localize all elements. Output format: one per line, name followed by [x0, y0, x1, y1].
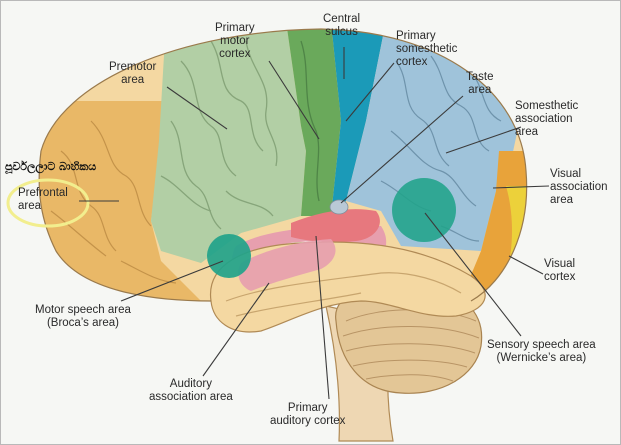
label-primary-auditory: Primary auditory cortex: [270, 402, 346, 427]
leader-primary-somesthetic: [345, 62, 395, 122]
label-visual-cortex: Visual cortex: [544, 258, 576, 283]
label-somesthetic-assoc: Somesthetic association area: [515, 100, 579, 138]
label-premotor: Premotor area: [109, 61, 157, 86]
sinhala-annotation: පූර්ව‍ලලාට බාහිකය: [5, 160, 97, 173]
leader-broca: [120, 260, 224, 302]
broca-area: [207, 234, 251, 278]
label-taste: Taste area: [466, 71, 494, 96]
label-wernicke: Sensory speech area (Wernicke’s area): [487, 339, 596, 364]
label-visual-assoc: Visual association area: [550, 168, 608, 206]
leader-auditory-assoc: [202, 282, 270, 377]
leader-taste: [340, 95, 464, 204]
primary-somesthetic-region: [331, 29, 386, 216]
leader-premotor: [166, 86, 228, 130]
label-primary-somesthetic: Primary somesthetic cortex: [396, 30, 458, 68]
highlight-circle: [6, 178, 90, 228]
primary-motor-region: [286, 29, 341, 216]
label-prefrontal: Prefrontal area: [18, 187, 68, 212]
premotor-region: [151, 29, 306, 263]
auditory-assoc-band: [238, 239, 336, 291]
leader-visual-cortex: [508, 255, 544, 275]
leader-primary-auditory: [315, 235, 330, 400]
taste-area: [329, 199, 349, 215]
leader-somesthetic-assoc: [445, 126, 522, 154]
leader-visual-assoc: [492, 185, 550, 189]
leader-wernicke: [424, 212, 522, 337]
label-broca: Motor speech area (Broca’s area): [35, 304, 131, 329]
label-primary-motor: Primary motor cortex: [215, 22, 255, 60]
label-central-sulcus: Central sulcus: [323, 13, 361, 38]
label-auditory-assoc: Auditory association area: [149, 378, 233, 403]
primary-auditory-region: [291, 209, 380, 243]
leader-primary-motor: [268, 60, 320, 140]
wernicke-area: [392, 178, 456, 242]
